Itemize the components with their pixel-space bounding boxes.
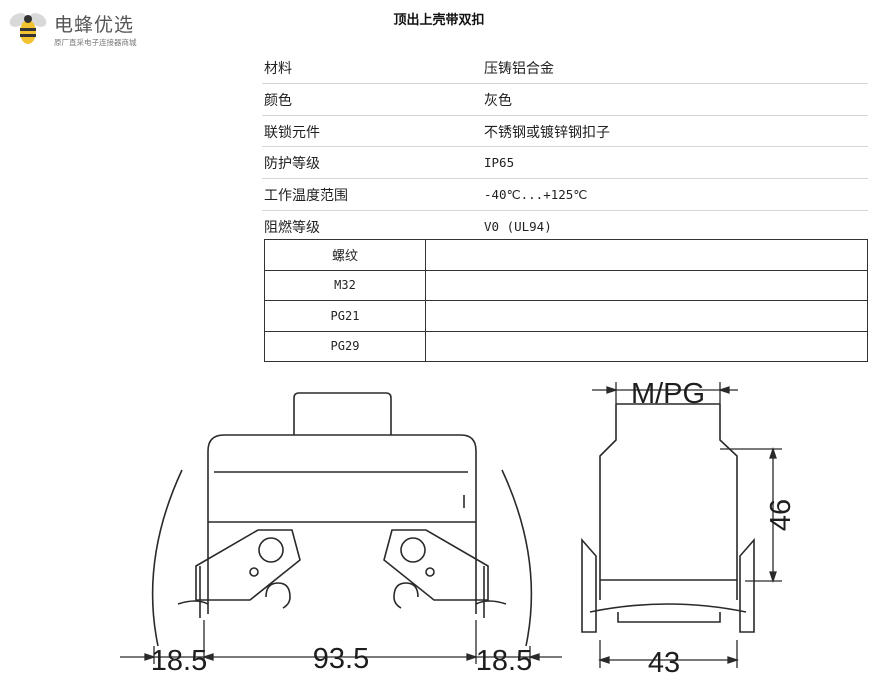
table-cell (425, 300, 868, 332)
front-view (151, 392, 533, 647)
thread-header: 螺纹 (264, 239, 426, 271)
dim-side-width: 43 (648, 647, 680, 677)
spec-value: V0 (UL94) (484, 218, 552, 234)
bee-icon (9, 13, 47, 44)
brand-tagline: 原厂直采电子连接器商城 (54, 38, 137, 47)
table-cell (425, 269, 868, 301)
table-cell (425, 239, 868, 271)
spec-key: 材料 (264, 61, 292, 77)
spec-key: 工作温度范围 (264, 188, 348, 205)
dim-left-margin: 18.5 (151, 645, 207, 677)
spec-row: 工作温度范围 -40℃...+125℃ (262, 179, 868, 211)
spec-value: 不锈钢或镀锌钢扣子 (484, 124, 610, 141)
table-row: PG29 (264, 330, 868, 362)
table-row: 螺纹 (264, 239, 868, 271)
page-title: 顶出上壳带双扣 (393, 13, 485, 28)
thread-size: M32 (264, 269, 426, 301)
table-cell (425, 330, 868, 362)
dim-right-margin: 18.5 (476, 645, 532, 677)
table-row: PG21 (264, 300, 868, 332)
table-row: M32 (264, 269, 868, 301)
technical-drawing: 18.5 93.5 18.5 M/PG 43 46 (120, 378, 797, 677)
spec-key: 联锁元件 (264, 124, 320, 141)
spec-key: 阻燃等级 (264, 219, 320, 236)
brand-logo[interactable]: 电蜂优选 原厂直采电子连接器商城 (6, 6, 166, 50)
spec-key: 颜色 (264, 92, 292, 109)
front-dimensions (120, 620, 562, 664)
dim-thread-label: M/PG (631, 378, 705, 410)
spec-row: 防护等级 IP65 (262, 147, 868, 180)
spec-list: 材料 压铸铝合金 颜色 灰色 联锁元件 不锈钢或镀锌钢扣子 防护等级 IP65 … (262, 52, 868, 242)
spec-key: 防护等级 (264, 156, 320, 173)
dim-width: 93.5 (313, 643, 369, 675)
thread-size: PG29 (264, 330, 426, 362)
dim-side-height: 46 (765, 499, 797, 531)
brand-name: 电蜂优选 (54, 14, 135, 36)
spec-row: 联锁元件 不锈钢或镀锌钢扣子 (262, 116, 868, 148)
spec-value: -40℃...+125℃ (484, 187, 588, 203)
spec-value: 压铸铝合金 (484, 61, 554, 77)
side-dimensions (592, 382, 782, 668)
thread-table: 螺纹 M32 PG21 PG29 (264, 239, 868, 362)
spec-row: 阻燃等级 V0 (UL94) (262, 211, 868, 242)
spec-value: 灰色 (484, 92, 512, 109)
side-view (581, 403, 755, 633)
spec-row: 颜色 灰色 (262, 84, 868, 116)
spec-row: 材料 压铸铝合金 (262, 52, 868, 84)
thread-size: PG21 (264, 300, 426, 332)
spec-value: IP65 (484, 155, 515, 171)
